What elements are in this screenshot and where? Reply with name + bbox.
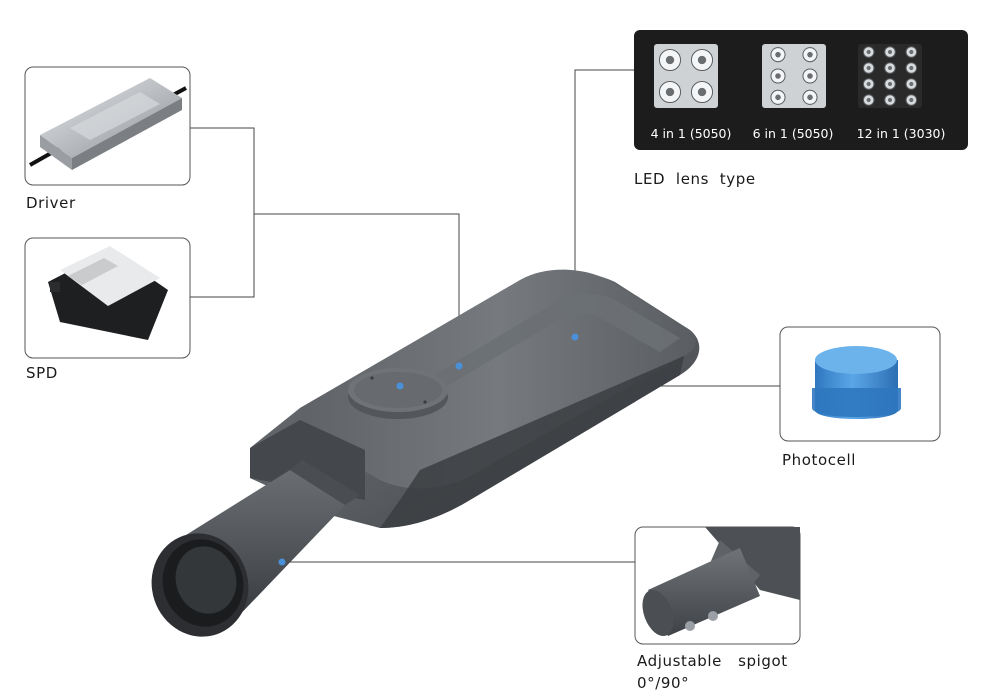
surge-protection-device-image (48, 246, 168, 340)
led-lens-panel (634, 30, 968, 150)
leader-line-spd (190, 214, 255, 298)
spd-callout-box (24, 237, 191, 359)
marker-dot-led-lens (571, 333, 579, 341)
marker-dot-spigot (278, 558, 286, 566)
spigot-image (642, 527, 800, 637)
leader-line-driver (190, 127, 460, 366)
fixture-top-plate (300, 269, 696, 489)
photocell-callout-box (779, 326, 941, 442)
leader-line-led-lens (574, 69, 634, 337)
lens-caption-3: 12 in 1 (3030) (856, 126, 946, 141)
lens-tile-2 (762, 44, 826, 108)
spigot-callout-box (634, 526, 801, 645)
label-spd: SPD (26, 364, 58, 382)
label-photocell: Photocell (782, 451, 856, 469)
marker-dot-photocell (396, 382, 404, 390)
fixture-ridge (400, 294, 680, 402)
label-spigot-line2: 0°/90° (637, 674, 690, 692)
lens-tile-1 (654, 44, 718, 108)
street-light-fixture (151, 269, 700, 637)
marker-dots (278, 333, 579, 566)
led-driver-image (29, 78, 187, 170)
marker-dot-driver (455, 362, 463, 370)
lens-tile-3 (858, 44, 922, 108)
label-spigot-line1: Adjustable spigot (637, 652, 788, 670)
lens-caption-1: 4 in 1 (5050) (650, 126, 732, 141)
label-led-lens-type: LED lens type (634, 170, 756, 188)
fixture-side-shadow (380, 356, 684, 528)
photocell-image (812, 346, 901, 419)
label-driver: Driver (26, 194, 76, 212)
lens-caption-2: 6 in 1 (5050) (752, 126, 834, 141)
driver-callout-box (24, 66, 191, 186)
